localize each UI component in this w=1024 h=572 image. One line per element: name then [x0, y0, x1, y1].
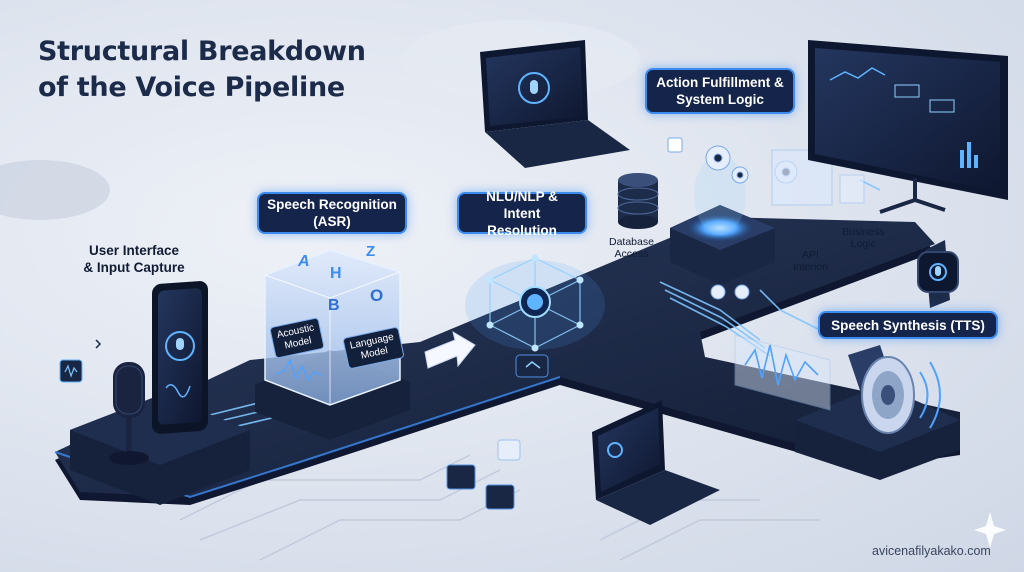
stage-label-tts: Speech Synthesis (TTS)	[818, 311, 998, 339]
asr-letter: H	[330, 265, 342, 282]
label-line: Action Fulfillment &	[656, 75, 784, 90]
fulfillment-hub	[670, 155, 775, 285]
label-line: Logic	[850, 238, 876, 250]
floating-tiles	[446, 439, 521, 510]
stage-label-input: User Interface & Input Capture	[73, 236, 195, 282]
label-line: NLU/NLP &	[486, 188, 558, 204]
laptop-icon	[592, 400, 720, 525]
speaker-icon	[848, 345, 941, 434]
stage-label-asr: Speech Recognition (ASR)	[257, 192, 407, 234]
input-tiles	[59, 339, 102, 383]
label-line: Intent Resolution	[487, 205, 557, 238]
title-line: Structural Breakdown	[38, 36, 366, 67]
smartphone-icon	[152, 281, 208, 434]
page-title: Structural Breakdown of the Voice Pipeli…	[38, 34, 366, 106]
label-line: Interion	[793, 261, 829, 273]
label-line: User Interface	[88, 243, 180, 258]
label-line: Database	[609, 236, 654, 248]
database-icon	[617, 173, 659, 229]
flow-arrow	[424, 330, 476, 369]
label-line: Access	[614, 248, 649, 260]
watermark: avicenafilyakako.com	[872, 544, 991, 558]
sparkle-icon	[974, 512, 1006, 548]
label-line: & Input Capture	[83, 260, 185, 275]
label-line: Speech Recognition	[267, 197, 397, 212]
stage-label-action: Action Fulfillment & System Logic	[645, 68, 795, 114]
stage-label-nlu: NLU/NLP &Intent Resolution	[457, 189, 587, 238]
label-line: System Logic	[676, 92, 764, 107]
logic-panels	[667, 137, 865, 206]
monitor-icon	[808, 40, 1008, 214]
label-line: Speech Synthesis (TTS)	[831, 317, 985, 333]
asr-letter: A	[298, 253, 310, 270]
label-line: API	[802, 249, 819, 261]
asr-letter: O	[370, 286, 384, 305]
smartwatch-icon	[917, 240, 959, 308]
laptop-icon	[480, 40, 630, 168]
asr-cube	[255, 249, 410, 440]
label-line: (ASR)	[313, 214, 351, 229]
microphone-icon	[109, 362, 149, 465]
label-line: Business	[842, 226, 885, 238]
asr-letter: Z	[366, 243, 376, 260]
neural-network-icon	[465, 254, 605, 378]
asr-letter: B	[328, 297, 340, 314]
title-line: of the Voice Pipeline	[38, 72, 345, 103]
